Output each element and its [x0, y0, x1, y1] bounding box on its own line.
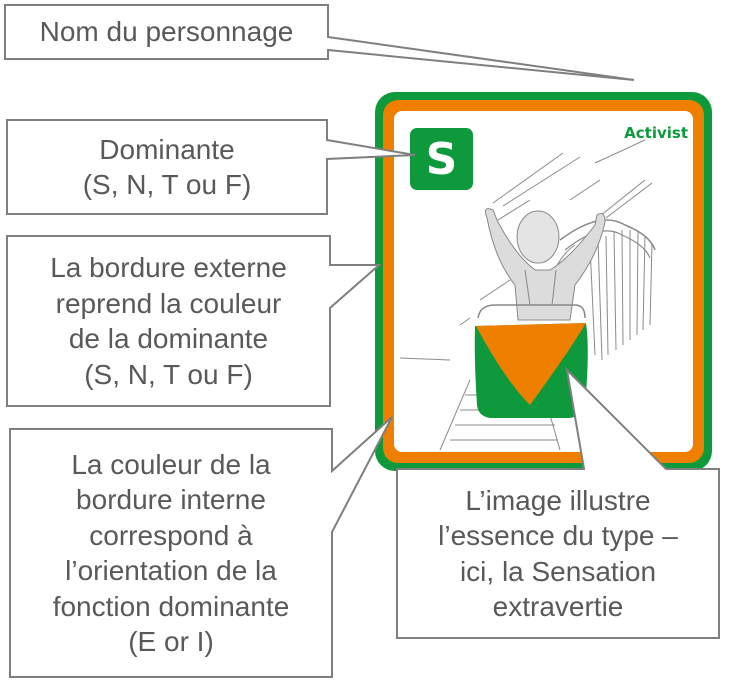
callout-name-shape — [4, 4, 635, 81]
callout-dominant-shape — [6, 119, 416, 215]
cart-triangle-icon — [476, 323, 586, 405]
figure-icon — [477, 208, 606, 321]
callout-image: L’image illustre l’essence du type – ici… — [438, 484, 678, 623]
callout-inner-border: La couleur de la bordure interne corresp… — [52, 448, 290, 658]
callout-dominant: Dominante (S, N, T ou F) — [82, 133, 252, 201]
callout-inner-border-shape — [9, 416, 393, 678]
callout-name: Nom du personnage — [39, 16, 294, 48]
callout-image-shape — [396, 367, 720, 639]
character-name: Activist — [624, 124, 688, 142]
callout-outer-border-shape — [6, 235, 382, 407]
dominant-badge: S — [410, 128, 473, 190]
callout-outer-border: La bordure externe reprend la couleur de… — [50, 252, 287, 390]
